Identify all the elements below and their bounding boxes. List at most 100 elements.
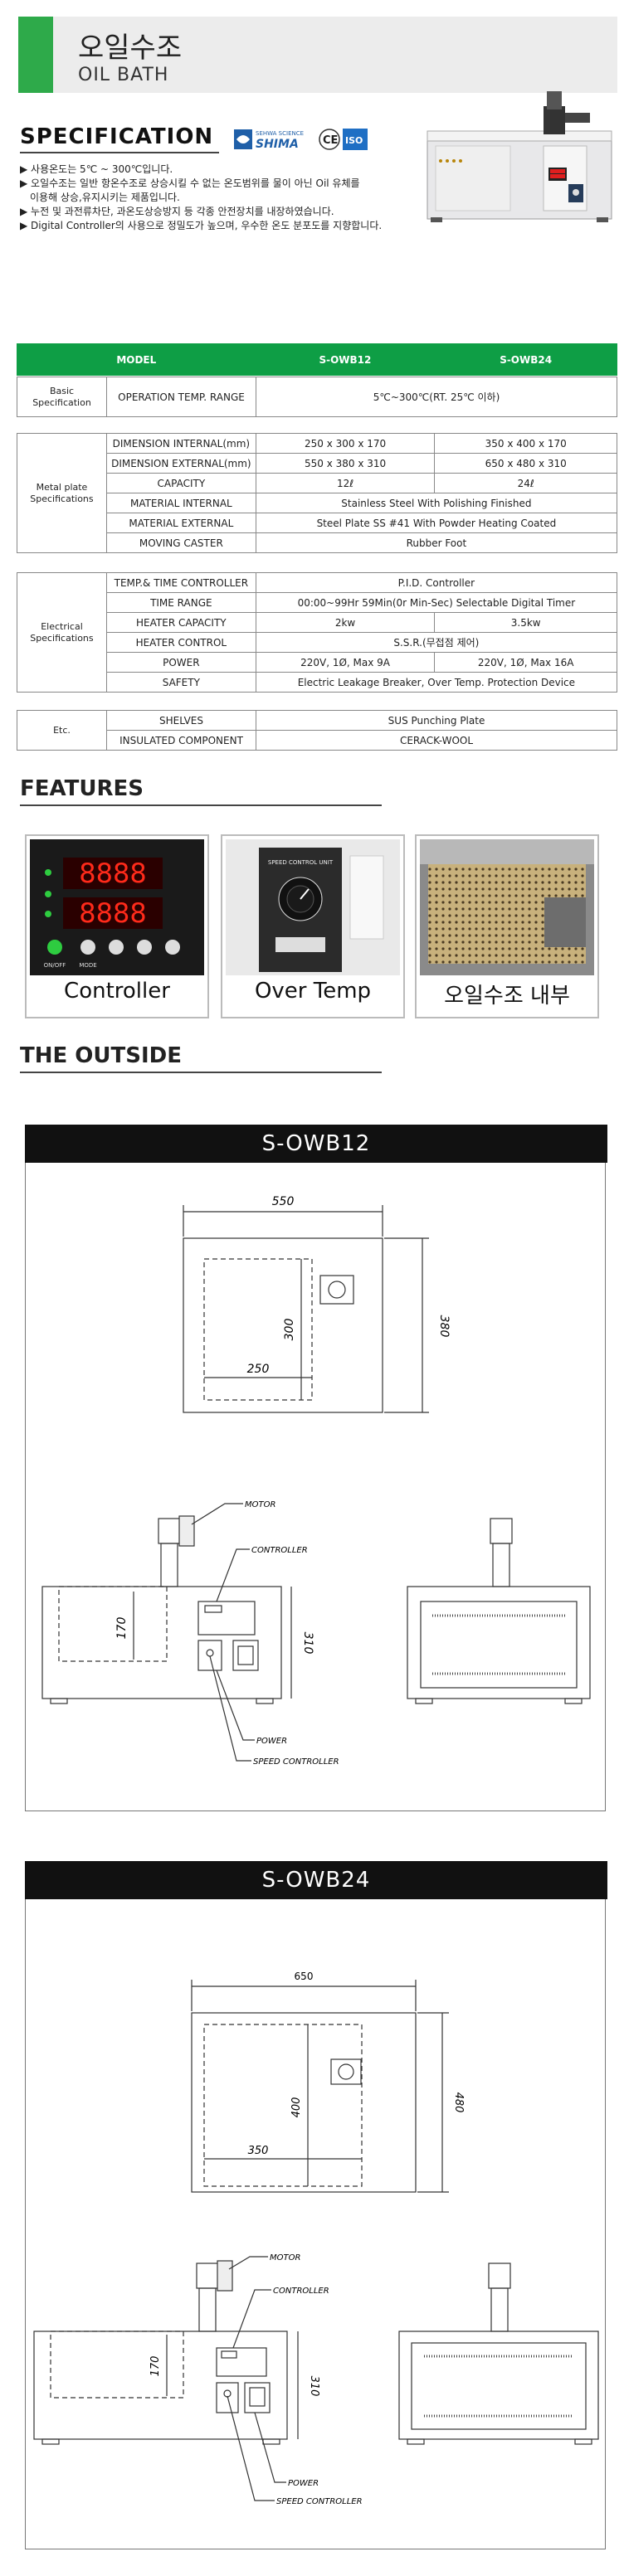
label-motor: MOTOR: [270, 2253, 300, 2263]
label-speed-controller: SPEED CONTROLLER: [276, 2497, 363, 2506]
row-value: SUS Punching Plate: [256, 710, 617, 731]
feature-over-temp: SPEED CONTROL UNIT Over Temp: [221, 834, 405, 1018]
row-label: SHELVES: [106, 710, 256, 731]
row-value: Rubber Foot: [255, 532, 618, 553]
dim-inner-depth: 300: [283, 1319, 296, 1341]
spec-note: ▶ 누전 및 과전류차단, 과온도상승방지 등 각종 안전장치를 내장하였습니다…: [20, 206, 334, 217]
dim-height: 310: [301, 1632, 314, 1655]
oil-bath-product-image: [427, 91, 612, 222]
row-label: POWER: [105, 652, 256, 673]
row-value: 2kw: [255, 612, 436, 633]
dim-height: 310: [308, 2376, 320, 2397]
feature-caption: Over Temp: [254, 979, 372, 1004]
specification-heading: SPECIFICATION: [20, 124, 214, 149]
controller-image: 8888 8888 ON/OFF MODE: [30, 839, 204, 975]
over-temp-image: SPEED CONTROL UNIT: [226, 839, 400, 975]
row-label: DIMENSION INTERNAL(mm): [105, 433, 256, 454]
spec-table-metal: Metal plate Specifications DIMENSION INT…: [17, 433, 618, 553]
specification-underline: [20, 152, 219, 153]
label-speed-controller: SPEED CONTROLLER: [253, 1757, 339, 1767]
speed-control-label: SPEED CONTROL UNIT: [268, 859, 334, 866]
group-label: Etc.: [17, 710, 107, 751]
logo-caption: SEHWA SCIENCE: [256, 130, 304, 137]
row-label: OPERATION TEMP. RANGE: [106, 377, 256, 417]
features-underline: [20, 804, 382, 806]
drawing-title: S-OWB12: [25, 1125, 607, 1163]
display-top: 8888: [79, 858, 146, 889]
svg-text:ISO: ISO: [345, 135, 363, 146]
title-english: OIL BATH: [78, 65, 169, 85]
feature-inside: 오일수조 내부: [415, 834, 599, 1018]
label-controller: CONTROLLER: [273, 2287, 329, 2296]
row-value: 550 x 380 x 310: [255, 453, 436, 474]
header-model: MODEL: [17, 343, 256, 376]
dim-bath-depth: 170: [149, 2356, 162, 2377]
spec-table-etc: Etc. SHELVES SUS Punching Plate INSULATE…: [17, 710, 617, 751]
dim-width: 550: [272, 1195, 295, 1208]
drawing-title: S-OWB24: [25, 1861, 607, 1899]
row-value: Stainless Steel With Polishing Finished: [255, 493, 618, 513]
group-label: Basic Specification: [17, 377, 107, 417]
row-label: CAPACITY: [105, 473, 256, 493]
title-korean: 오일수조: [78, 32, 183, 65]
label-motor: MOTOR: [245, 1500, 275, 1509]
drawing-owb12: S-OWB12: [25, 1125, 607, 1811]
drawing-owb24: S-OWB24: [25, 1861, 607, 2549]
mode-label: MODE: [79, 962, 96, 969]
row-value: 220V, 1Ø, Max 16A: [434, 652, 617, 673]
row-value: 24ℓ: [434, 473, 617, 493]
row-label: MOVING CASTER: [105, 532, 256, 553]
row-value: P.I.D. Controller: [255, 572, 618, 593]
row-label: INSULATED COMPONENT: [106, 730, 256, 751]
row-value: 650 x 480 x 310: [434, 453, 617, 474]
page-header: 오일수조 OIL BATH: [18, 17, 617, 93]
row-value: 3.5kw: [434, 612, 617, 633]
label-power: POWER: [256, 1737, 287, 1746]
row-value: 220V, 1Ø, Max 9A: [255, 652, 436, 673]
feature-controller: 8888 8888 ON/OFF MODE Controller: [25, 834, 209, 1018]
dim-depth: 480: [452, 2092, 465, 2113]
spec-table-electrical: Electrical Specifications TEMP.& TIME CO…: [17, 572, 618, 693]
row-value: CERACK-WOOL: [256, 730, 617, 751]
row-value: Steel Plate SS #41 With Powder Heating C…: [255, 513, 618, 533]
logo-brand: SHIMA: [256, 138, 299, 151]
label-controller: CONTROLLER: [251, 1546, 308, 1555]
spec-note: ▶ 사용온도는 5℃ ~ 300℃입니다.: [20, 163, 173, 175]
spec-note: 이용해 상승,유지시키는 제품입니다.: [30, 192, 180, 203]
group-label: Electrical Specifications: [17, 572, 107, 693]
bath-interior-image: [420, 839, 594, 975]
feature-caption: Controller: [64, 979, 170, 1004]
dim-inner-depth: 400: [290, 2097, 303, 2118]
spec-table-header: MODEL S-OWB12 S-OWB24: [17, 343, 617, 376]
row-label: MATERIAL EXTERNAL: [105, 513, 256, 533]
dim-width: 650: [295, 1971, 314, 1982]
svg-text:CE: CE: [323, 134, 338, 147]
row-label: DIMENSION EXTERNAL(mm): [105, 453, 256, 474]
technical-drawing: 650 480 350 400 170 310 MOTOR CONTROLLER…: [33, 1971, 599, 2506]
label-power: POWER: [288, 2479, 319, 2488]
row-label: HEATER CONTROL: [105, 632, 256, 653]
row-value: Electric Leakage Breaker, Over Temp. Pro…: [255, 672, 618, 693]
row-value: 250 x 300 x 170: [255, 433, 436, 454]
spec-note: ▶ 오일수조는 일반 항온수조로 상승시킬 수 없는 온도범위를 물이 아닌 O…: [20, 177, 360, 189]
row-label: TIME RANGE: [105, 592, 256, 613]
row-label: HEATER CAPACITY: [105, 612, 256, 633]
feature-caption: 오일수조 내부: [444, 984, 570, 1009]
spec-note: ▶ Digital Controller의 사용으로 정밀도가 높으며, 우수한…: [20, 220, 383, 231]
header-accent-bar: [18, 17, 53, 93]
technical-drawing: 550 380 250 300 170 310 MOTOR CONTROLLER…: [41, 1195, 591, 1767]
row-value: 350 x 400 x 170: [434, 433, 617, 454]
row-label: TEMP.& TIME CONTROLLER: [105, 572, 256, 593]
row-value: 12ℓ: [255, 473, 436, 493]
header-model-1: S-OWB12: [255, 343, 436, 376]
outside-heading: THE OUTSIDE: [20, 1043, 182, 1068]
row-value: 5℃~300℃(RT. 25℃ 이하): [256, 377, 617, 417]
group-label: Metal plate Specifications: [17, 433, 107, 553]
dim-depth: 380: [437, 1315, 451, 1338]
outside-underline: [20, 1072, 382, 1073]
display-bottom: 8888: [79, 897, 146, 929]
dim-inner-width: 350: [248, 2145, 269, 2157]
features-heading: FEATURES: [20, 776, 144, 801]
spec-table-basic: Basic Specification OPERATION TEMP. RANG…: [17, 377, 617, 417]
row-label: MATERIAL INTERNAL: [105, 493, 256, 513]
